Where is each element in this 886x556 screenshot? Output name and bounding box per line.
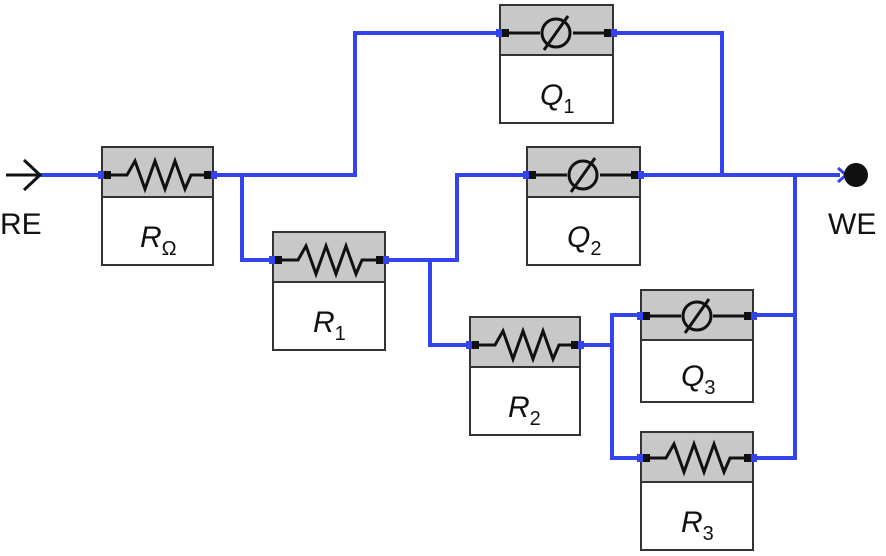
- terminal-dot-icon: [844, 163, 868, 187]
- wire-q1-to-we: [613, 31, 724, 175]
- wire-romega-to-r1: [240, 175, 273, 262]
- resistor-icon: [475, 326, 575, 364]
- we-terminal: WE: [828, 163, 876, 241]
- circuit-wires: [38, 31, 840, 460]
- r-omega-subscript: Ω: [162, 238, 177, 260]
- q2-symbol: Q: [567, 221, 590, 254]
- svg-text:R2: R2: [508, 391, 541, 430]
- resistor-icon: [646, 439, 748, 477]
- component-q1[interactable]: Q1: [496, 4, 617, 124]
- r-omega-symbol: R: [140, 221, 162, 254]
- svg-text:Q1: Q1: [540, 79, 574, 118]
- component-q3[interactable]: Q3: [637, 289, 757, 403]
- resistor-icon: [107, 156, 208, 194]
- svg-text:Q3: Q3: [681, 360, 715, 399]
- r3-subscript: 3: [703, 523, 714, 545]
- cpe-icon: [540, 17, 572, 49]
- component-r-omega[interactable]: RΩ: [98, 146, 217, 266]
- wire-r3-out: [753, 175, 797, 460]
- q2-subscript: 2: [590, 238, 601, 260]
- re-label: RE: [0, 208, 42, 241]
- wire-r1-to-q2: [385, 173, 527, 262]
- q3-symbol: Q: [681, 360, 704, 393]
- resistor-icon: [278, 241, 380, 279]
- q1-subscript: 1: [563, 96, 574, 118]
- component-q2[interactable]: Q2: [523, 146, 644, 266]
- component-r2[interactable]: R2: [466, 316, 584, 436]
- r1-symbol: R: [313, 306, 335, 339]
- cpe-icon: [567, 159, 599, 191]
- wire-to-q3: [610, 313, 641, 345]
- r1-subscript: 1: [335, 323, 346, 345]
- r2-subscript: 2: [530, 408, 541, 430]
- we-label: WE: [828, 208, 876, 241]
- wire-to-r3: [610, 345, 641, 460]
- r3-symbol: R: [681, 506, 703, 539]
- cpe-icon: [681, 300, 713, 332]
- wire-r1-to-r2: [428, 260, 470, 347]
- wire-romega-to-q1: [213, 31, 500, 177]
- svg-text:R1: R1: [313, 306, 346, 345]
- svg-text:RΩ: RΩ: [140, 221, 177, 260]
- re-terminal: RE: [0, 158, 43, 241]
- r2-symbol: R: [508, 391, 530, 424]
- component-r3[interactable]: R3: [637, 431, 757, 551]
- component-r1[interactable]: R1: [269, 231, 389, 351]
- q1-symbol: Q: [540, 79, 563, 112]
- q3-subscript: 3: [704, 377, 715, 399]
- svg-text:R3: R3: [681, 506, 714, 545]
- svg-text:Q2: Q2: [567, 221, 601, 260]
- arrow-icon: [6, 158, 43, 192]
